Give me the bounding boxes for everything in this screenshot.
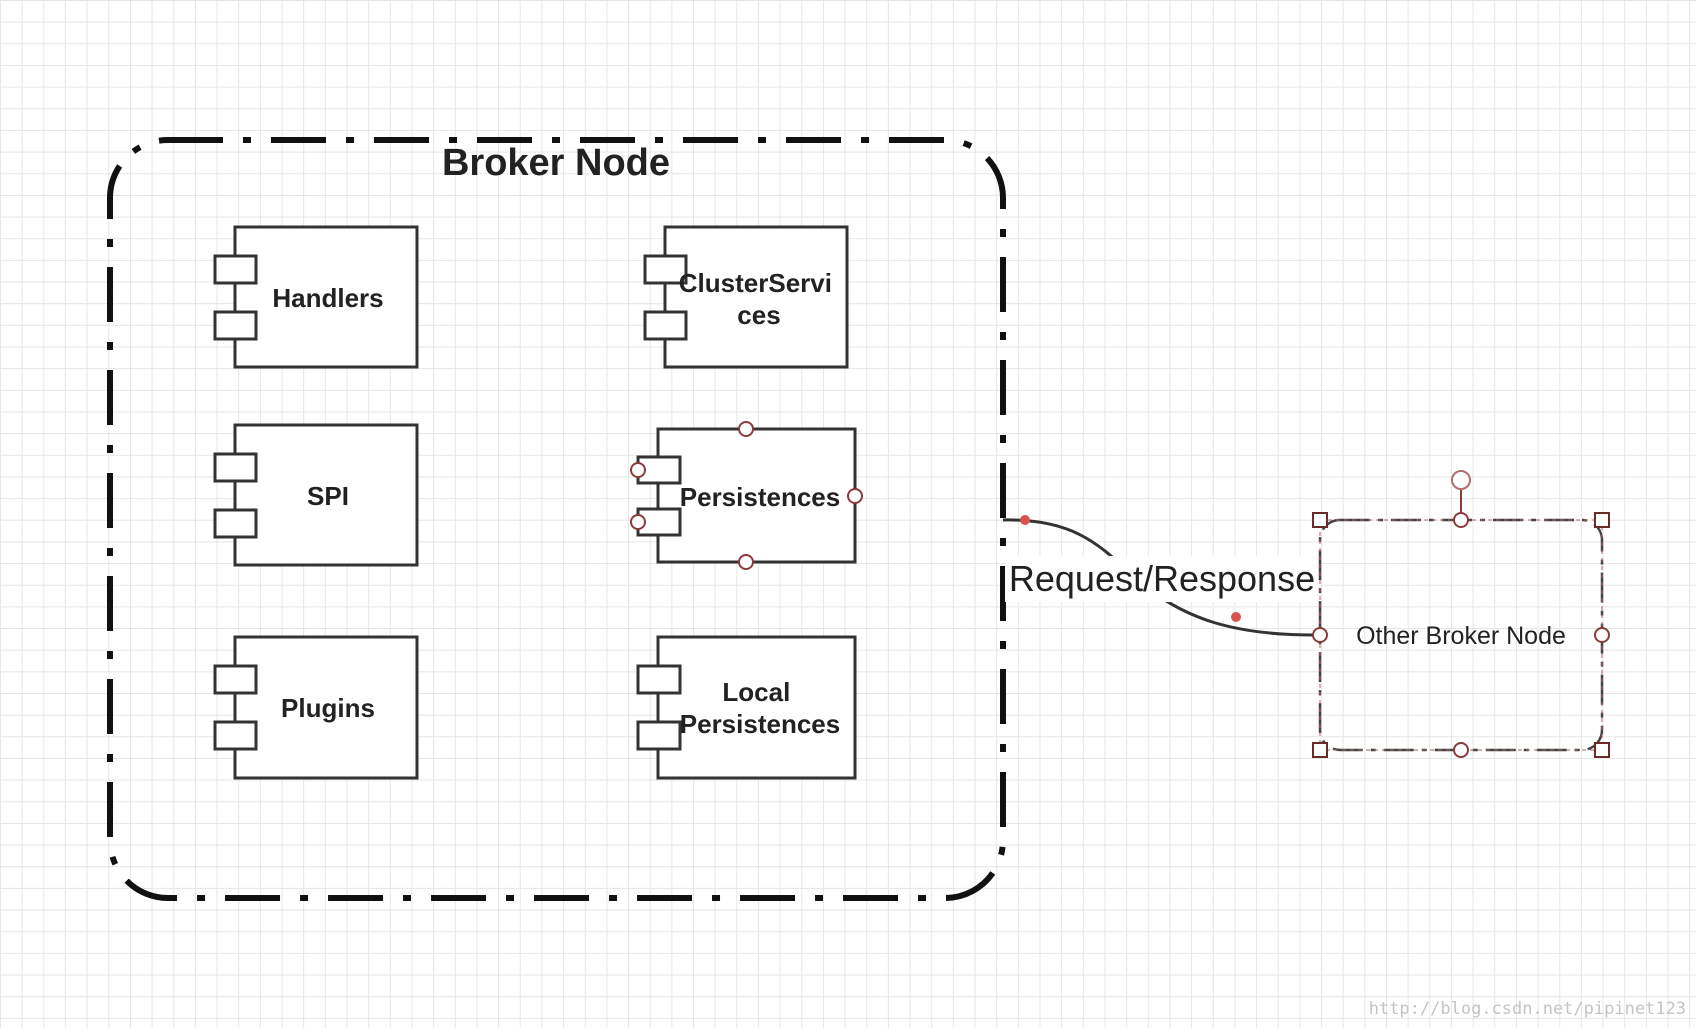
component-label-line: Plugins (281, 693, 375, 723)
component-body (656, 427, 857, 564)
component-label-line: ces (737, 300, 780, 330)
component-body (233, 423, 419, 567)
resize-handle-top-left[interactable] (1312, 512, 1328, 528)
resize-handle-bottom-right[interactable] (1594, 742, 1610, 758)
component-body (656, 635, 857, 780)
component-port-icon (213, 508, 258, 539)
connector-waypoint-handle[interactable] (1231, 612, 1241, 622)
connection-point-handle[interactable] (738, 554, 754, 570)
broker-node-container[interactable]: Broker Node (107, 137, 1006, 901)
component-label: Handlers (272, 283, 383, 313)
component-port-icon (213, 664, 258, 695)
component-spi[interactable]: SPI (213, 423, 419, 567)
component-label-line: Persistences (680, 482, 840, 512)
connection-point-handle[interactable] (630, 462, 646, 478)
connector-label-background (1005, 556, 1320, 602)
component-plugins[interactable]: Plugins (213, 635, 419, 780)
connection-point-handle[interactable] (738, 421, 754, 437)
connection-point-handle[interactable] (1312, 627, 1328, 643)
component-label-line: Local (722, 677, 790, 707)
component-port-icon (636, 720, 682, 751)
component-label-line: ClusterServi (679, 268, 832, 298)
component-cluster-services[interactable]: ClusterServi ces (643, 225, 849, 369)
component-port-icon (213, 310, 258, 341)
connection-point-handle[interactable] (847, 488, 863, 504)
broker-node-title: Broker Node (442, 142, 670, 184)
component-port-icon (213, 720, 258, 751)
rotate-handle[interactable] (1451, 470, 1471, 490)
component-persistences[interactable]: Persistences (630, 421, 863, 570)
connector-label: Request/Response (1009, 558, 1315, 599)
resize-handle-top-right[interactable] (1594, 512, 1610, 528)
component-port-icon (213, 254, 258, 285)
broker-node-border (107, 137, 1006, 901)
connection-point-handle[interactable] (1594, 627, 1610, 643)
other-broker-node-label: Other Broker Node (1356, 622, 1566, 650)
component-label-line: SPI (307, 481, 349, 511)
component-port-icon (636, 664, 682, 695)
connection-point-handle[interactable] (1453, 512, 1469, 528)
component-label-line: Persistences (680, 709, 840, 739)
connection-point-handle[interactable] (630, 514, 646, 530)
component-label: Local Persistences (680, 677, 840, 739)
component-label: ClusterServi ces (679, 268, 839, 330)
other-broker-node[interactable]: Other Broker Node (1312, 470, 1610, 758)
watermark: http://blog.csdn.net/pipinet123 (1369, 999, 1686, 1019)
component-label: SPI (307, 481, 349, 511)
component-port-icon (213, 452, 258, 483)
component-body (663, 225, 849, 369)
component-body (233, 225, 419, 369)
connection-point-handle[interactable] (1453, 742, 1469, 758)
request-response-connector[interactable]: Request/Response (1002, 515, 1321, 637)
resize-handle-bottom-left[interactable] (1312, 742, 1328, 758)
component-port-icon (643, 310, 688, 341)
component-label: Persistences (680, 482, 840, 512)
component-body (233, 635, 419, 780)
component-label-line: Handlers (272, 283, 383, 313)
component-handlers[interactable]: Handlers (213, 225, 419, 369)
component-port-icon (643, 254, 688, 285)
component-local-persistences[interactable]: Local Persistences (636, 635, 857, 780)
component-label: Plugins (281, 693, 375, 723)
connector-waypoint-handle[interactable] (1020, 515, 1030, 525)
